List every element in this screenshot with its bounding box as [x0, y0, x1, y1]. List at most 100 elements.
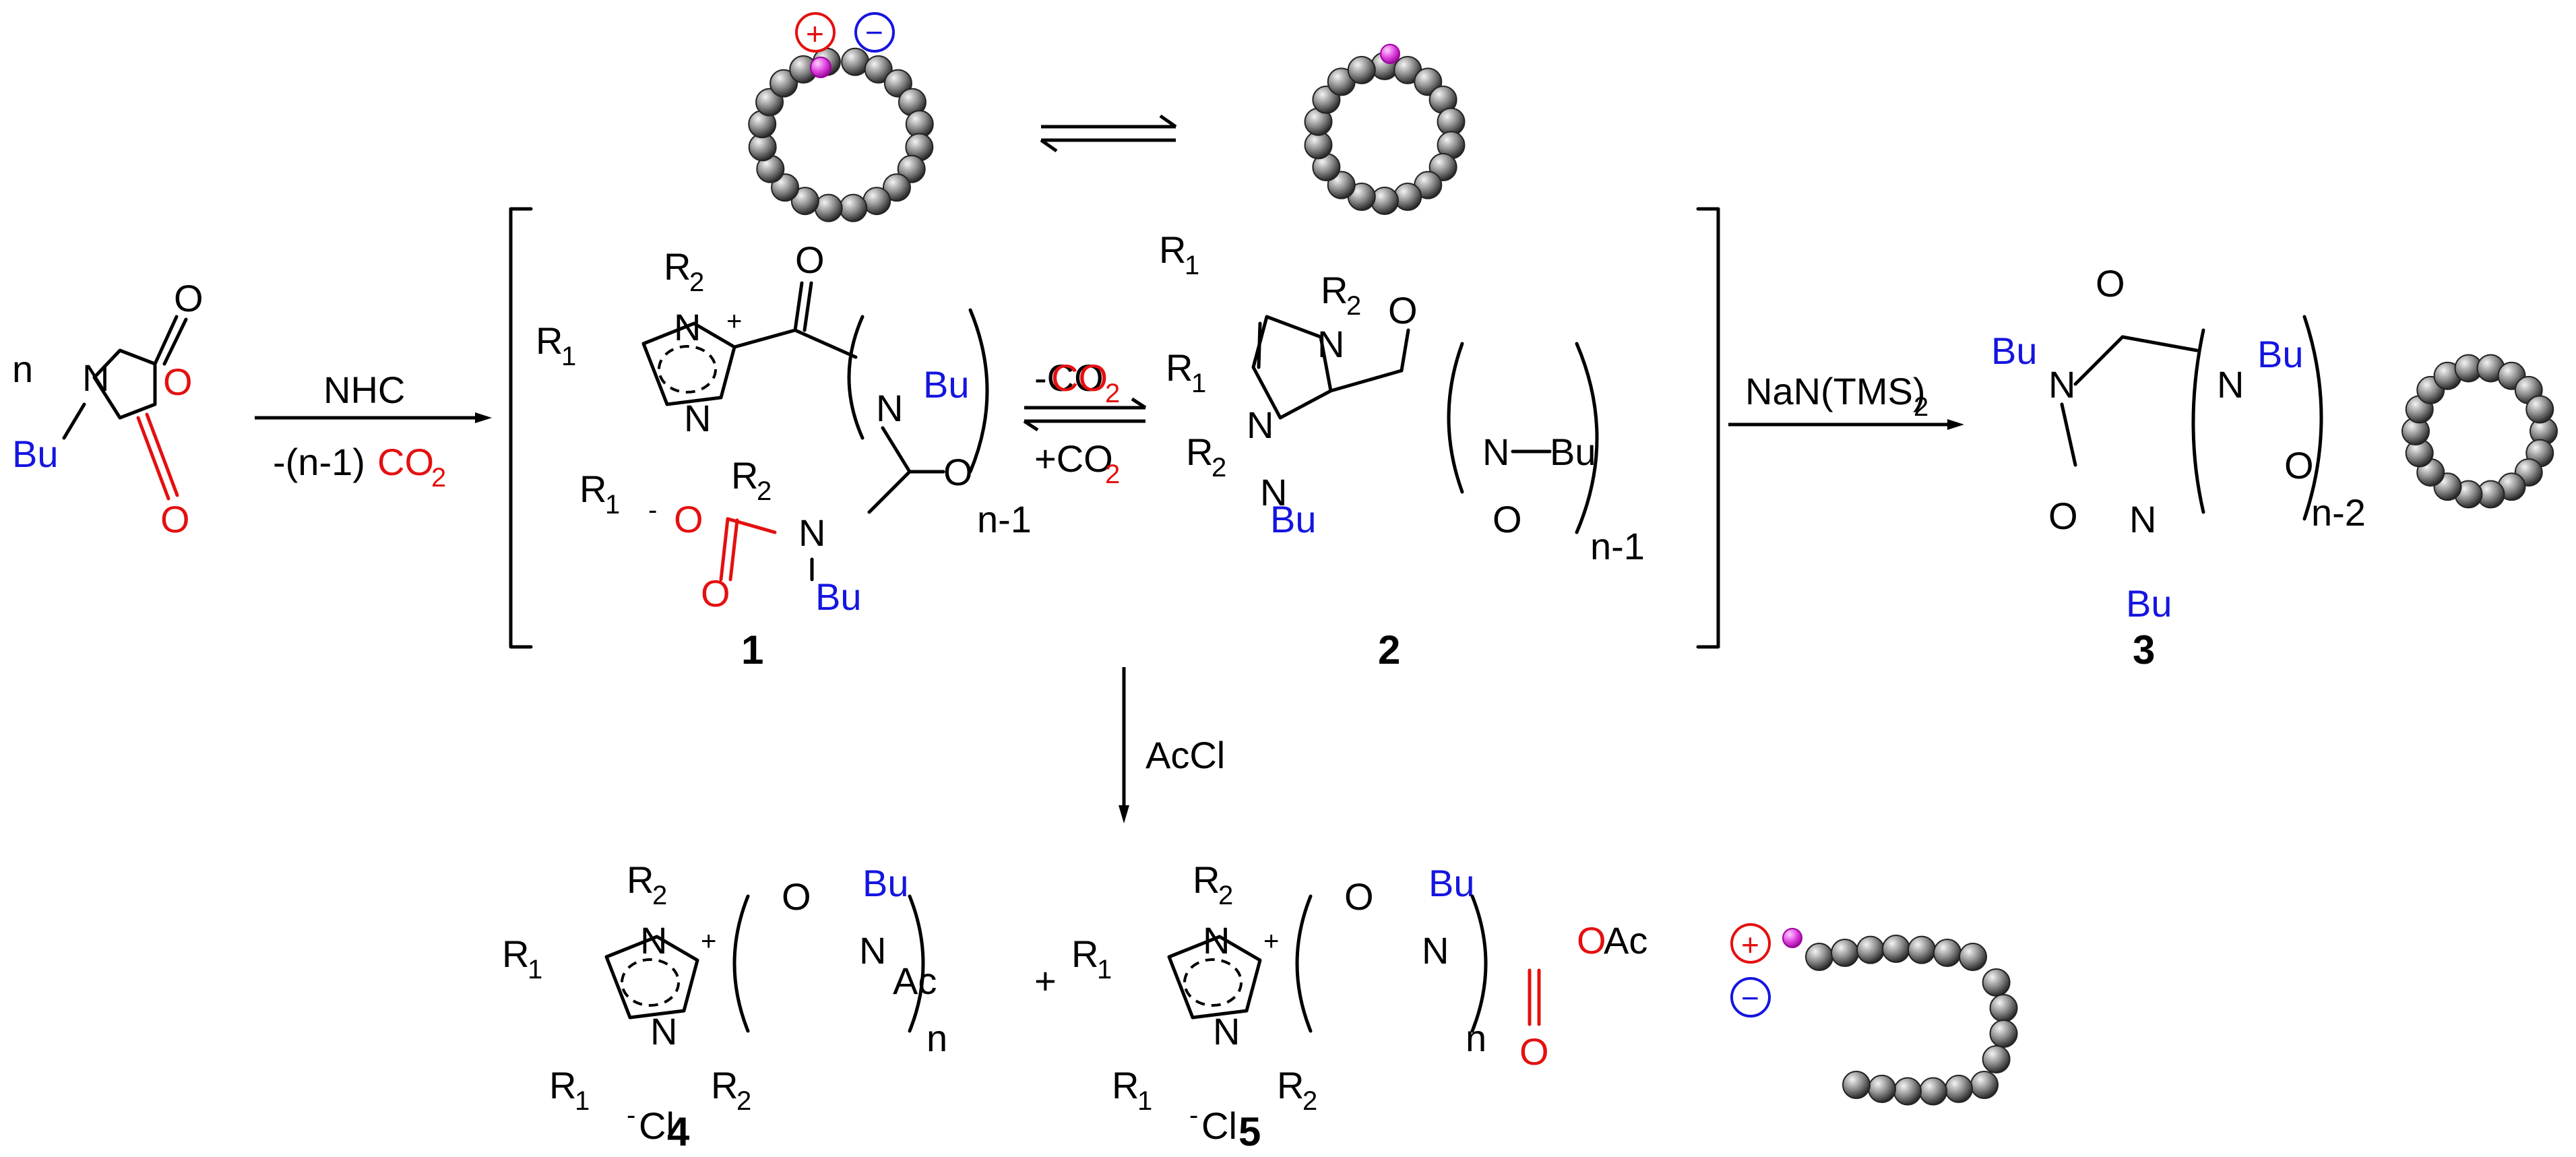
- svg-text:Ac: Ac: [893, 960, 937, 1002]
- arrow-nantms: NaN(TMS) 2: [1728, 370, 1964, 430]
- svg-text:R: R: [1166, 346, 1193, 389]
- reagent-nhc: NHC: [323, 369, 405, 411]
- bead: [769, 69, 798, 98]
- svg-text:N: N: [640, 919, 667, 962]
- svg-text:R: R: [536, 319, 563, 362]
- svg-text:R: R: [1186, 431, 1213, 473]
- oxazolidine-ring: [92, 348, 157, 420]
- svg-text:Bu: Bu: [1270, 498, 1317, 540]
- bead: [1893, 1077, 1922, 1106]
- compound-number-1: 1: [741, 627, 763, 673]
- bead: [1347, 56, 1376, 85]
- svg-text:1: 1: [575, 1086, 590, 1116]
- svg-text:R: R: [1277, 1064, 1304, 1106]
- svg-text:O: O: [1344, 875, 1374, 918]
- svg-text:Bu: Bu: [2126, 582, 2172, 625]
- equilibrium-co2: -CO CO 2 +CO 2: [1023, 356, 1147, 489]
- svg-text:O: O: [943, 451, 973, 493]
- svg-text:O: O: [2048, 495, 2078, 537]
- compound-number-5: 5: [1238, 1109, 1261, 1154]
- head-bead: [1380, 44, 1400, 64]
- bead: [790, 187, 819, 216]
- svg-text:N: N: [1317, 323, 1344, 365]
- svg-text:+: +: [701, 927, 716, 956]
- svg-text:N: N: [1213, 1010, 1240, 1053]
- svg-text:R: R: [664, 245, 691, 288]
- equilibrium-cartoon: [1040, 114, 1177, 153]
- plus-sign: +: [1034, 960, 1057, 1002]
- cartoon-cyclic-ring-top: [1304, 44, 1466, 215]
- svg-text:+: +: [1741, 927, 1759, 962]
- reagent-co2: CO: [377, 441, 434, 483]
- atom-O: O: [174, 277, 203, 319]
- bead: [1959, 943, 1987, 971]
- repeat-n-2: n-2: [2311, 491, 2366, 534]
- bead: [864, 55, 893, 84]
- arrow-accl: AcCl: [1119, 667, 1225, 823]
- svg-text:N: N: [1247, 404, 1274, 446]
- reagent-minus-co2: -CO: [1034, 356, 1104, 399]
- svg-text:O: O: [1519, 1030, 1549, 1073]
- svg-text:2: 2: [1302, 1086, 1317, 1116]
- svg-text:N: N: [2217, 363, 2244, 406]
- svg-text:CO: CO: [1051, 356, 1108, 399]
- svg-text:N: N: [1260, 471, 1287, 513]
- svg-text:O: O: [2096, 262, 2125, 305]
- compound-5: R2 R1 R1 R2 N N + Cl - O N Bu n O O Ac 5: [1071, 858, 1647, 1154]
- svg-text:N: N: [1203, 919, 1230, 962]
- svg-text:N: N: [1422, 929, 1449, 972]
- bead: [1945, 1074, 1973, 1103]
- svg-text:1: 1: [1097, 955, 1112, 984]
- spiro-ring: [1251, 315, 1333, 420]
- svg-text:O: O: [1577, 919, 1606, 962]
- svg-text:2: 2: [689, 268, 704, 297]
- cartoon-zwitterion-ring: [748, 47, 934, 222]
- svg-text:1: 1: [1185, 251, 1199, 280]
- arrow-nhc: NHC -(n-1) CO 2: [255, 369, 492, 493]
- bead: [771, 173, 800, 202]
- svg-text:R: R: [579, 468, 606, 510]
- svg-text:Bu: Bu: [1550, 431, 1596, 473]
- bead: [1882, 935, 1910, 963]
- carbonyl-bond: [153, 315, 179, 366]
- svg-text:R: R: [549, 1064, 576, 1106]
- label-n: n: [12, 348, 33, 390]
- reagent-nantms: NaN(TMS): [1745, 370, 1926, 412]
- compound-4: R2 R1 R1 R2 N N + Cl - O N Bu Ac n 4: [502, 858, 947, 1154]
- svg-text:O: O: [795, 239, 825, 281]
- charge-markers-top: + −: [795, 12, 895, 53]
- svg-text:R: R: [627, 858, 654, 901]
- svg-text:Bu: Bu: [1428, 862, 1475, 904]
- bead: [1842, 1071, 1871, 1099]
- compound-number-3: 3: [2133, 627, 2155, 673]
- svg-text:2: 2: [1218, 881, 1233, 910]
- compound-number-4: 4: [667, 1109, 690, 1154]
- svg-text:Cl: Cl: [639, 1104, 674, 1147]
- svg-text:2: 2: [757, 476, 772, 506]
- bead: [882, 173, 911, 202]
- compound-3: Bu N O N Bu O n-2 O N Bu 3: [1991, 262, 2366, 673]
- compound-2: R1 R1 N R2 N R2 O N Bu O N Bu n-1 2: [1159, 228, 1645, 673]
- cation-charge: +: [726, 307, 742, 336]
- svg-text:1: 1: [561, 342, 576, 371]
- bead: [1868, 1074, 1896, 1103]
- svg-text:O: O: [1493, 498, 1522, 540]
- butyl-group: Bu: [12, 433, 59, 475]
- cartoon-linear-chain: [1782, 928, 2018, 1106]
- svg-text:2: 2: [1105, 379, 1120, 408]
- svg-text:R: R: [502, 933, 529, 975]
- svg-text:2: 2: [736, 1086, 751, 1116]
- svg-text:Bu: Bu: [1991, 330, 2038, 372]
- head-bead: [1782, 928, 1802, 948]
- svg-text:Bu: Bu: [923, 363, 970, 406]
- head-bead: [810, 57, 831, 78]
- svg-text:N: N: [1482, 431, 1509, 473]
- svg-text:1: 1: [1137, 1086, 1152, 1116]
- svg-text:Ac: Ac: [1604, 919, 1647, 962]
- svg-text:−: −: [865, 15, 883, 50]
- svg-text:-: -: [627, 1100, 635, 1130]
- bead: [1831, 939, 1859, 967]
- svg-text:2: 2: [1212, 453, 1226, 482]
- bead: [1805, 943, 1833, 971]
